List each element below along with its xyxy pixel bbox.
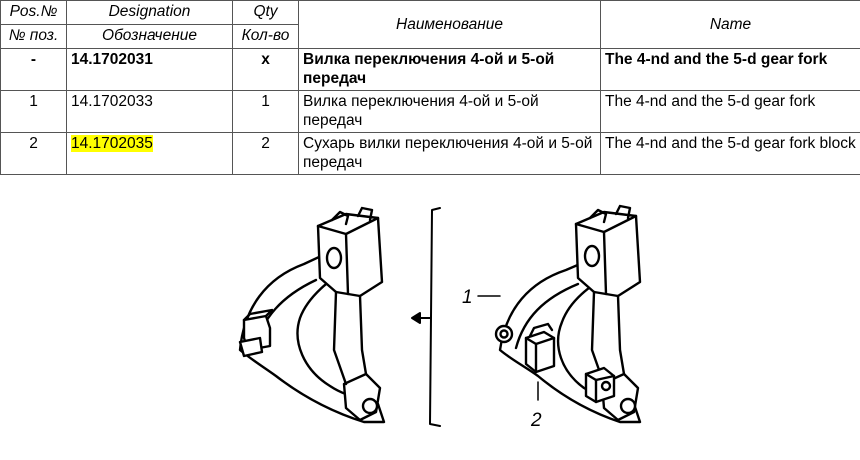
header-name-en: Name: [600, 0, 860, 49]
cell-designation: 14.1702035: [66, 132, 233, 175]
cell-designation: 14.1702033: [66, 90, 233, 133]
header-qty-en: Qty: [232, 0, 299, 25]
fork-block-part: [524, 322, 556, 374]
parts-table: Pos.№ Designation Qty Наименование Name …: [0, 0, 860, 175]
header-pos-en: Pos.№: [0, 0, 67, 25]
cell-qty: 1: [232, 90, 299, 133]
cell-name-en: The 4-nd and the 5-d gear fork block: [600, 132, 860, 175]
gear-fork-illustration: 1 2: [238, 204, 642, 431]
table-row: 1 14.1702033 1 Вилка переключения 4-ой и…: [0, 90, 860, 133]
assembled-fork-drawing: [238, 206, 386, 424]
cell-designation: 14.1702031: [66, 48, 233, 91]
table-row: 2 14.1702035 2 Сухарь вилки переключения…: [0, 132, 860, 175]
cell-pos: 2: [0, 132, 67, 175]
cell-qty: x: [232, 48, 299, 91]
callout-2: 2: [530, 410, 542, 431]
header-qty-ru: Кол-во: [232, 24, 299, 49]
assembly-bracket: [411, 207, 441, 427]
cell-qty: 2: [232, 132, 299, 175]
table-row: - 14.1702031 x Вилка переключения 4-ой и…: [0, 48, 860, 91]
cell-name-ru: Вилка переключения 4-ой и 5-ой передач: [298, 48, 601, 91]
header-designation-en: Designation: [66, 0, 233, 25]
exploded-fork-drawing: [494, 204, 642, 424]
header-row-2: № поз. Обозначение Кол-во: [0, 24, 860, 49]
highlighted-designation: 14.1702035: [71, 135, 153, 152]
cell-pos: 1: [0, 90, 67, 133]
header-row-1: Pos.№ Designation Qty Наименование Name: [0, 0, 860, 49]
header-pos-ru: № поз.: [0, 24, 67, 49]
cell-pos: -: [0, 48, 67, 91]
cell-name-en: The 4-nd and the 5-d gear fork: [600, 48, 860, 91]
fork-block-part: [584, 366, 616, 404]
cell-name-ru: Сухарь вилки переключения 4-ой и 5-ой пе…: [298, 132, 601, 175]
callout-1: 1: [462, 287, 473, 308]
header-designation-ru: Обозначение: [66, 24, 233, 49]
cell-name-ru: Вилка переключения 4-ой и 5-ой передач: [298, 90, 601, 133]
cell-name-en: The 4-nd and the 5-d gear fork: [600, 90, 860, 133]
header-name-ru: Наименование: [298, 0, 601, 49]
